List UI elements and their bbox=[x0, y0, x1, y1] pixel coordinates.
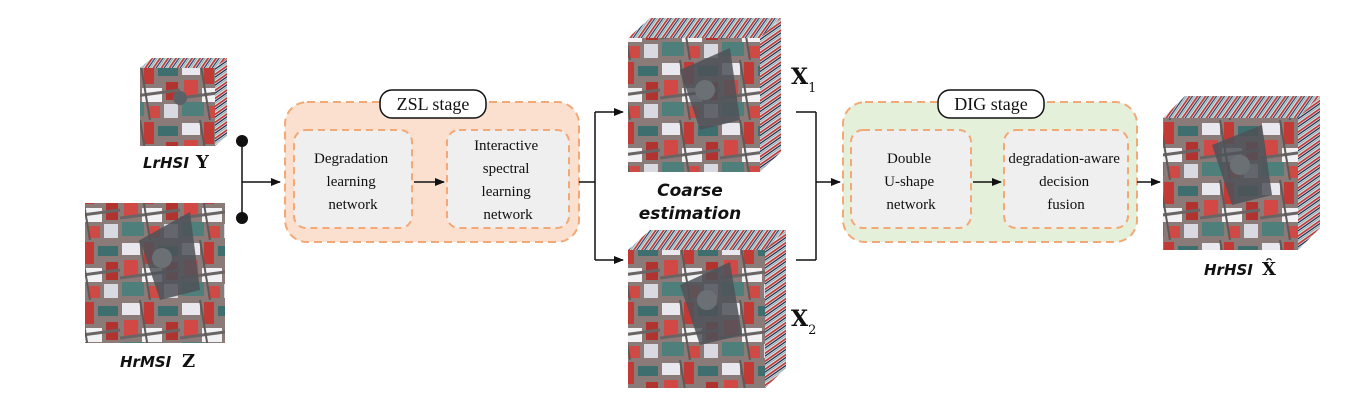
interactive-box-line: Interactive bbox=[474, 138, 538, 154]
decision-fusion-line: degradation-aware bbox=[1008, 151, 1120, 167]
degradation-box-line: learning bbox=[327, 174, 377, 190]
junction-dot-icon bbox=[236, 212, 248, 224]
dig-stage-title: DIG stage bbox=[954, 94, 1027, 114]
svg-text:Interactive spectral: Interactive spectral learning network bbox=[474, 138, 542, 223]
lrhsi-cube-icon bbox=[140, 58, 227, 146]
x1-symbol: X1 bbox=[791, 64, 816, 96]
split-connector bbox=[579, 108, 624, 264]
x1-cube-icon bbox=[628, 18, 781, 172]
svg-text:Degradation learning: Degradation learning network bbox=[314, 151, 392, 213]
double-ushape-box bbox=[850, 129, 972, 229]
zsl-stage: ZSL stage Degradation learning network I… bbox=[284, 89, 580, 243]
double-ushape-line: network bbox=[886, 197, 936, 213]
interactive-box-line: network bbox=[483, 207, 533, 223]
hrmsi-symbol: Z bbox=[182, 351, 195, 372]
interactive-box-line: spectral bbox=[483, 161, 530, 177]
junction-dot-icon bbox=[236, 135, 248, 147]
zsl-title-box bbox=[379, 89, 487, 119]
x2-subscript: 2 bbox=[808, 323, 816, 338]
degradation-box-line: network bbox=[328, 197, 378, 213]
x2-symbol: X2 bbox=[791, 306, 816, 338]
interactive-spectral-box bbox=[446, 129, 570, 229]
zsl-stage-title: ZSL stage bbox=[397, 94, 470, 114]
merge-connector bbox=[796, 111, 841, 261]
svg-text:Double U-shape net: Double U-shape network bbox=[884, 151, 938, 213]
decision-fusion-line: fusion bbox=[1047, 197, 1085, 213]
input-junction bbox=[236, 135, 281, 224]
degradation-learning-box bbox=[293, 129, 413, 229]
lrhsi-symbol: Y bbox=[195, 152, 210, 173]
coarse-caption-line1: Coarse bbox=[657, 181, 723, 201]
decision-fusion-box bbox=[1003, 129, 1129, 229]
degradation-box-line: Degradation bbox=[314, 151, 389, 167]
lrhsi-label: LrHSI bbox=[143, 154, 189, 172]
interactive-box-line: learning bbox=[482, 184, 532, 200]
hrhsi-cube-icon bbox=[1163, 96, 1320, 250]
x1-subscript: 1 bbox=[808, 81, 816, 96]
coarse-caption-line2: estimation bbox=[639, 204, 742, 224]
dig-title-box bbox=[937, 89, 1045, 119]
hrmsi-label: HrMSI bbox=[120, 353, 172, 371]
x2-cube-icon bbox=[628, 230, 786, 388]
msi-image-icon bbox=[85, 203, 225, 343]
decision-fusion-line: decision bbox=[1039, 174, 1089, 190]
double-ushape-line: U-shape bbox=[884, 174, 934, 190]
dig-stage: DIG stage Double U-shape network degrada… bbox=[842, 89, 1138, 243]
hrhsi-label: HrHSI bbox=[1204, 261, 1253, 279]
hrhsi-symbol: X̂ bbox=[1262, 258, 1276, 280]
svg-text:degradation-aware decisi: degradation-aware decision fusion bbox=[1008, 151, 1123, 213]
double-ushape-line: Double bbox=[887, 151, 932, 167]
